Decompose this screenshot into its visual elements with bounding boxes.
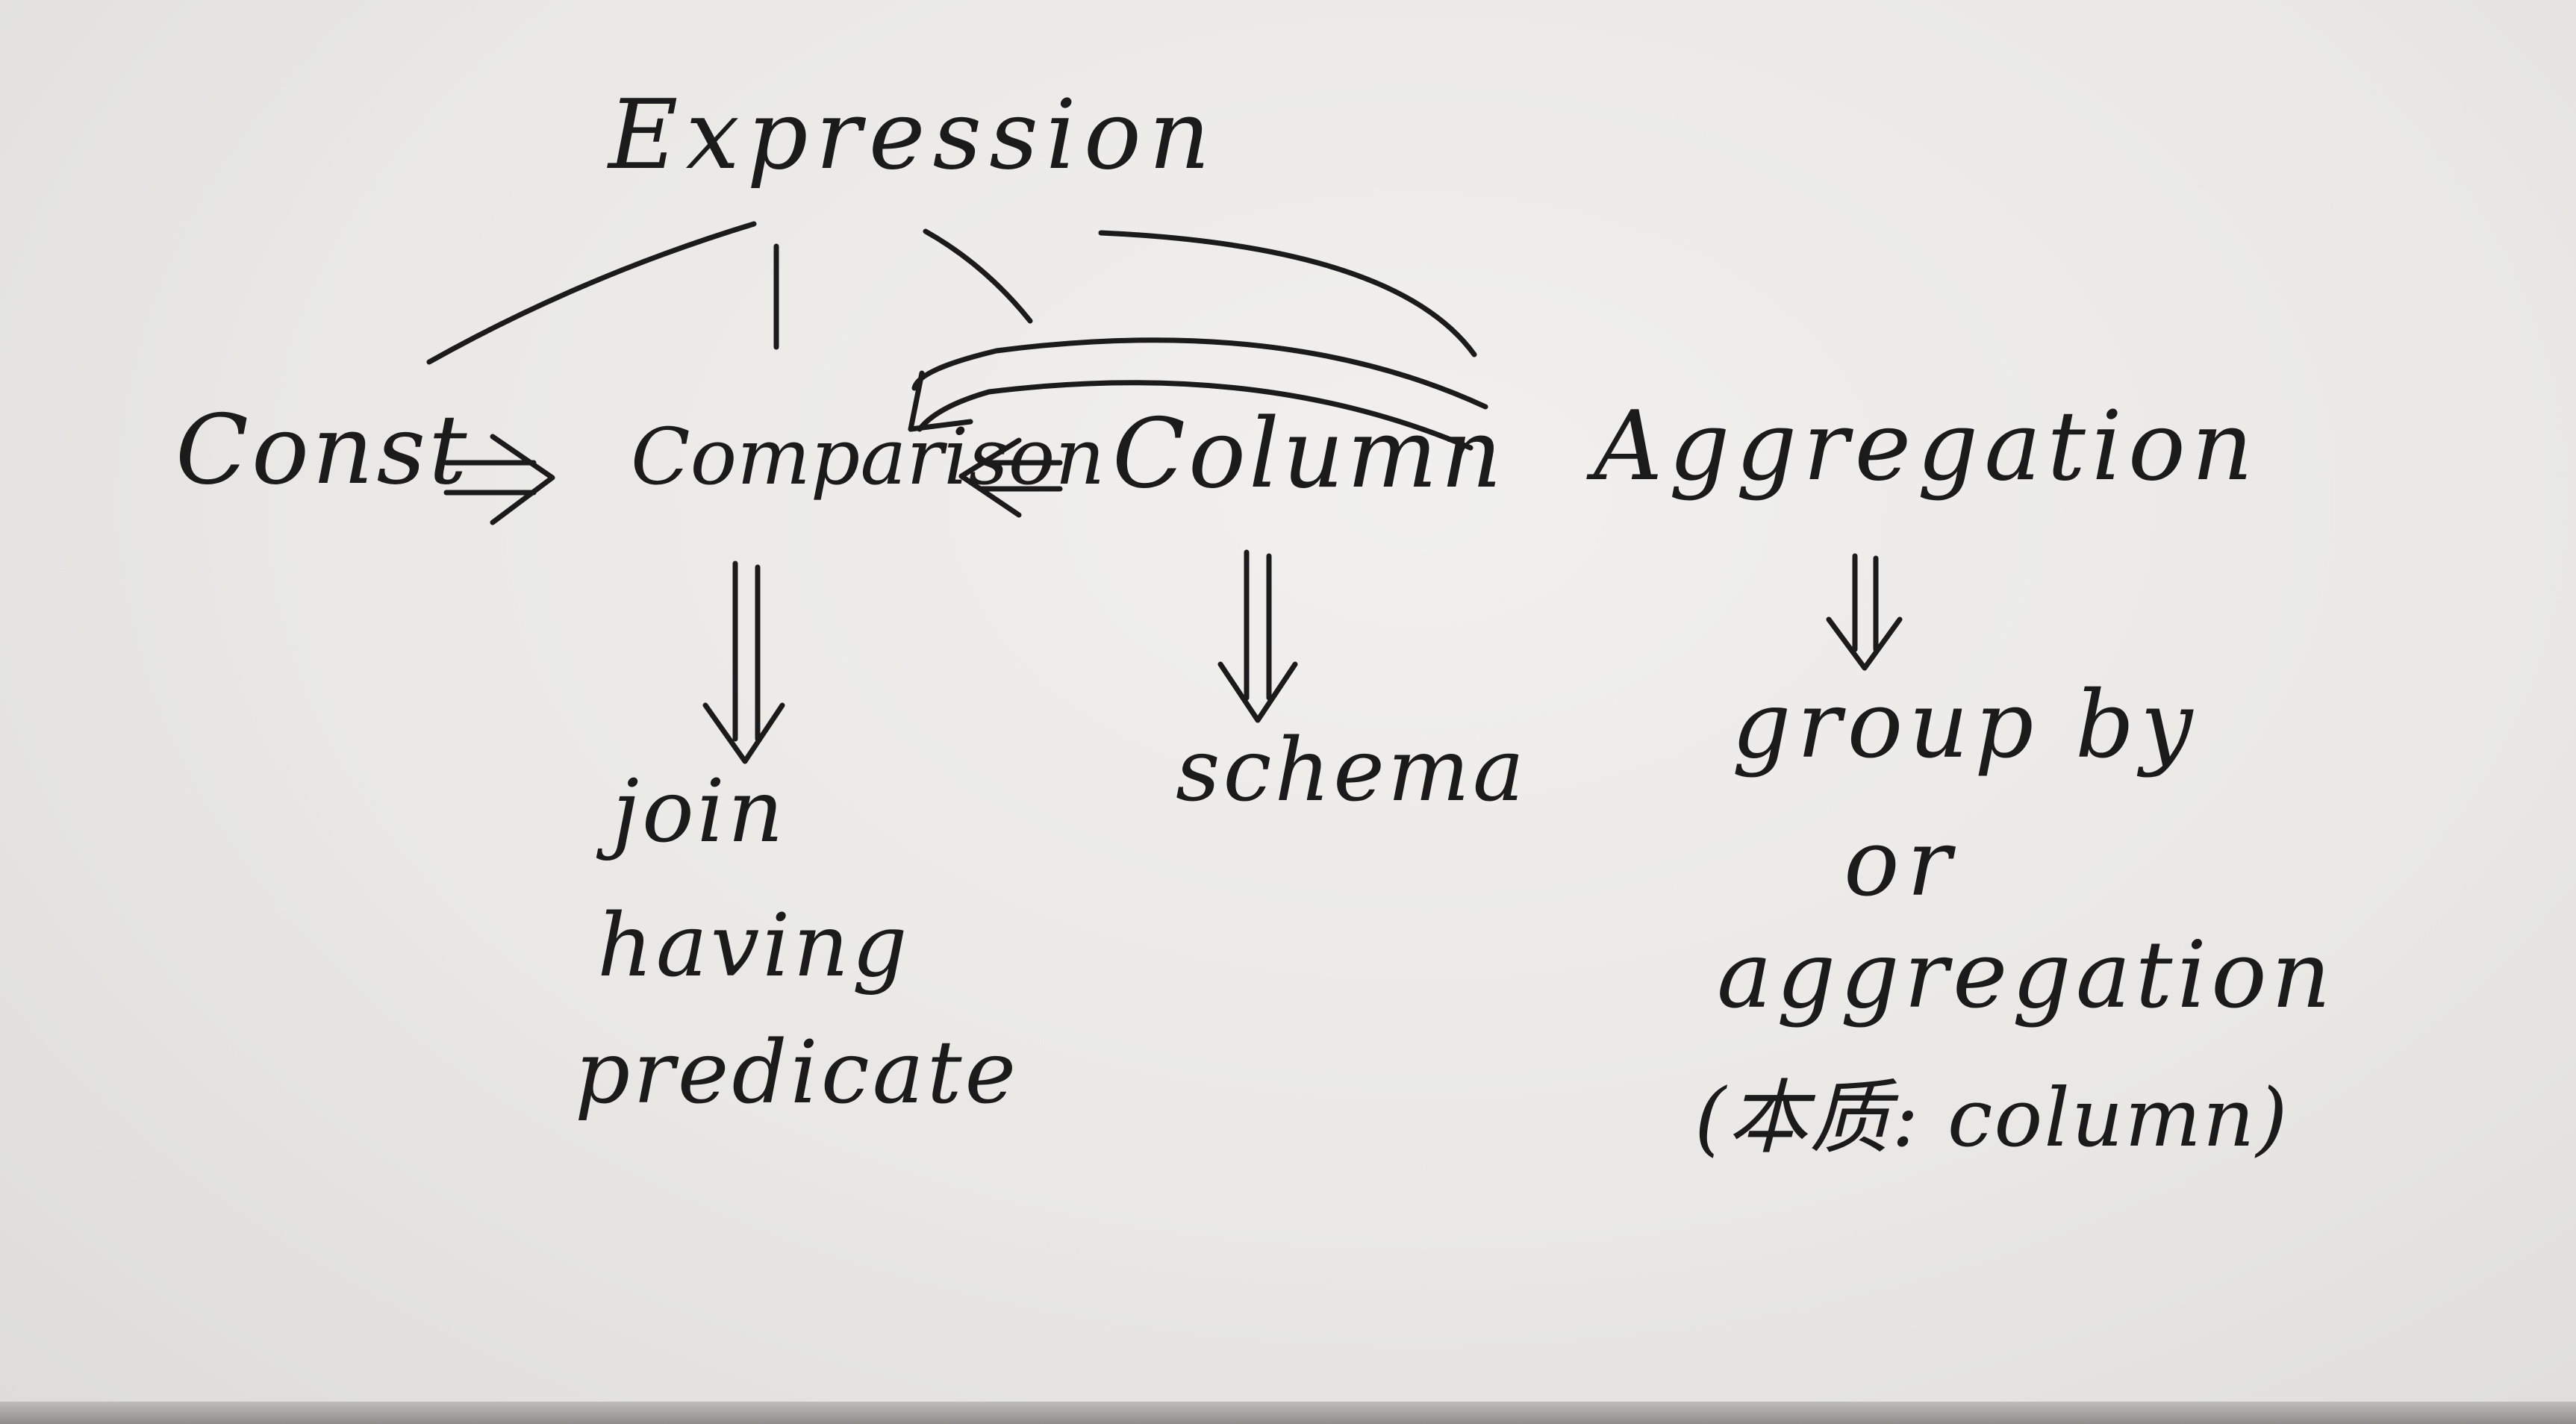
arrow-const-to-comparison bbox=[443, 434, 555, 525]
node-comparison: Comparison bbox=[631, 411, 1105, 502]
branch-line-to-aggregation bbox=[1098, 230, 1477, 357]
arrow-aggregation-to-comparison bbox=[908, 337, 1488, 451]
use-aggregation: aggregation bbox=[1717, 922, 2336, 1029]
note-essence-column: (本质: column) bbox=[1694, 1072, 2289, 1165]
paper-bottom-edge bbox=[0, 1402, 2576, 1424]
arrow-column-down bbox=[1217, 549, 1298, 723]
node-const: Const bbox=[175, 395, 470, 506]
node-column: Column bbox=[1112, 399, 1506, 510]
use-or: or bbox=[1844, 810, 1959, 917]
arrow-aggregation-down bbox=[1826, 553, 1903, 671]
node-aggregation: Aggregation bbox=[1594, 391, 2260, 502]
use-schema: schema bbox=[1176, 720, 1528, 821]
node-expression: Expression bbox=[608, 80, 1218, 191]
use-predicate: predicate bbox=[575, 1022, 1020, 1123]
use-having: having bbox=[597, 896, 911, 996]
use-group-by: group by bbox=[1732, 672, 2199, 779]
arrow-column-to-comparison bbox=[958, 437, 1063, 518]
use-join: join bbox=[612, 761, 787, 862]
branch-line-to-column bbox=[923, 228, 1033, 324]
branch-line-to-const bbox=[426, 221, 757, 365]
arrow-comparison-down bbox=[702, 560, 785, 764]
